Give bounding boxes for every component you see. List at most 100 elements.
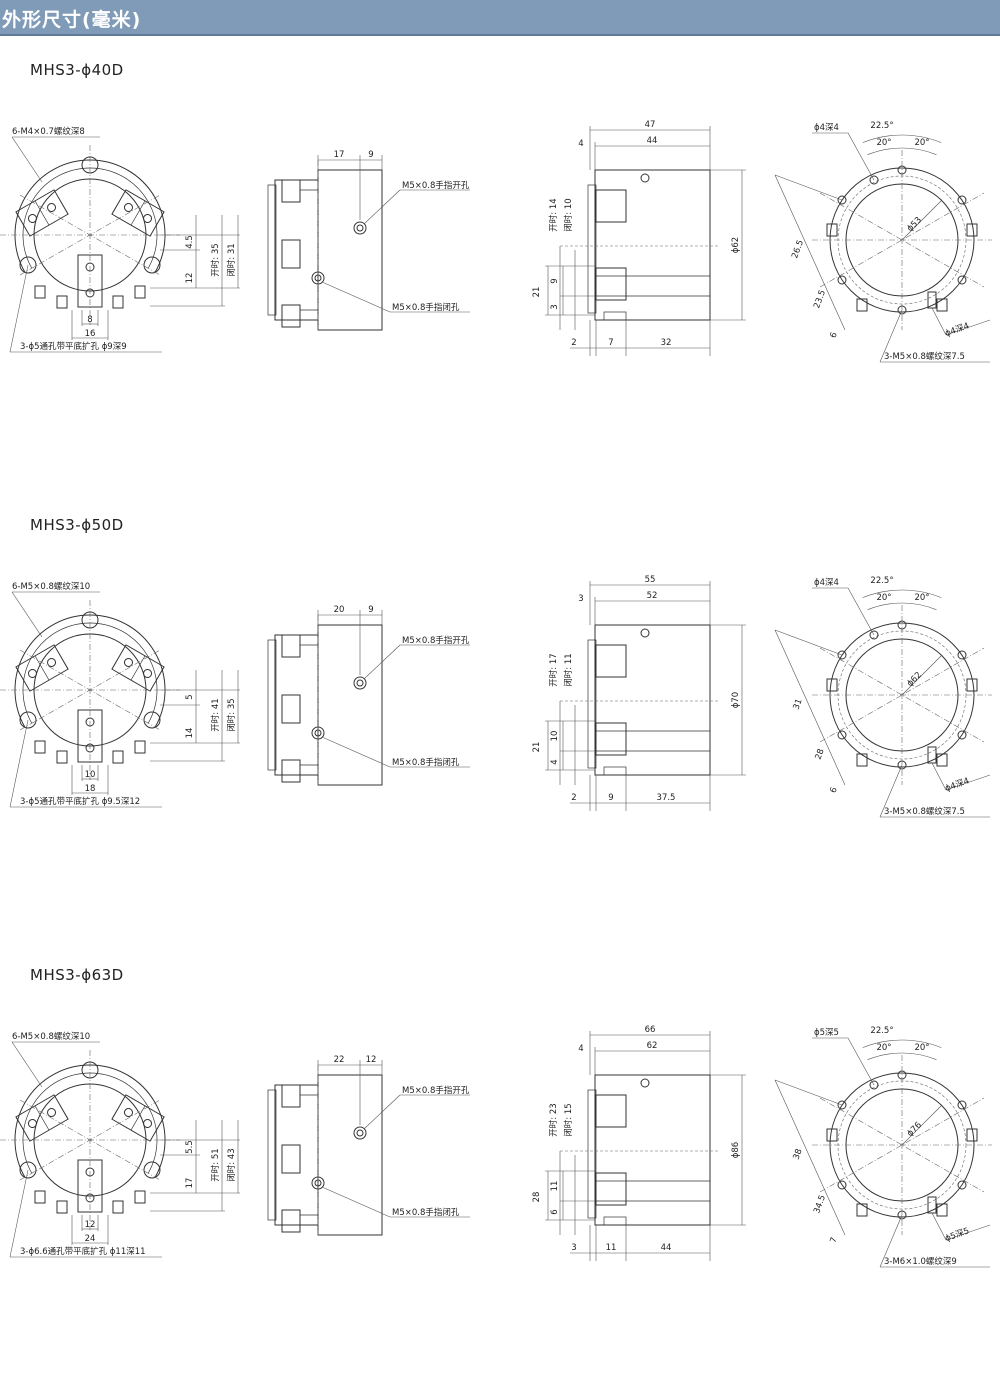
rear-notch xyxy=(966,223,978,237)
side-jaw xyxy=(281,1084,301,1108)
jaw-screw xyxy=(47,1108,57,1117)
dim-d4: 14 xyxy=(185,728,195,739)
radial-3: 7 xyxy=(828,1236,839,1245)
jaw xyxy=(15,1094,69,1142)
rear-tap-label: 3-M6×1.0螺纹深9 xyxy=(884,1256,957,1267)
line xyxy=(931,762,947,791)
rear-bolt xyxy=(957,195,967,205)
line xyxy=(819,647,985,743)
close-port-label: M5×0.8手指闭孔 xyxy=(392,302,460,313)
open-dim: 开时: 41 xyxy=(210,698,221,731)
dim-top1: 47 xyxy=(645,120,656,130)
jaw-screw xyxy=(123,203,133,212)
line xyxy=(774,174,843,201)
angle-3: 20° xyxy=(914,1043,929,1053)
rear-bolt xyxy=(957,275,967,285)
jaw-screw xyxy=(47,658,57,667)
open-port-inner xyxy=(356,1129,364,1137)
leader-line xyxy=(321,281,391,313)
rear-pin xyxy=(869,175,879,185)
line xyxy=(901,199,943,241)
line xyxy=(931,307,947,336)
rear-bolt xyxy=(957,730,967,740)
profile-hole xyxy=(640,628,650,638)
slot-notch xyxy=(56,1200,68,1214)
leader-line xyxy=(11,136,43,183)
side-hole xyxy=(19,1161,37,1179)
line xyxy=(901,654,943,696)
line xyxy=(931,1212,947,1241)
rear-bolt xyxy=(957,1100,967,1110)
open-port-inner xyxy=(356,224,364,232)
rear-bolt xyxy=(837,730,847,740)
pin-label: ϕ4深4 xyxy=(814,123,839,133)
leader-line xyxy=(847,1037,875,1086)
profile-body xyxy=(594,1074,711,1226)
jaw-screw xyxy=(27,1119,37,1128)
jaw-block xyxy=(111,189,165,237)
slot-notch xyxy=(134,740,146,754)
line xyxy=(774,174,846,331)
jaw-screw xyxy=(123,1108,133,1117)
radial-2: 28 xyxy=(814,748,827,762)
pin-label: ϕ5深5 xyxy=(814,1028,839,1038)
leader-line xyxy=(363,644,401,680)
side-jaw xyxy=(281,1209,301,1233)
jaw-split xyxy=(130,1105,146,1131)
side-lip xyxy=(267,639,277,771)
dim-b: 9 xyxy=(368,605,373,615)
close-dim: 闭时: 35 xyxy=(226,698,237,731)
rear-pcd-label: ϕ62 xyxy=(905,670,924,689)
dim-a: 20 xyxy=(334,605,345,615)
jaw-split xyxy=(130,200,146,226)
rear-notch xyxy=(936,298,948,312)
jaw-block xyxy=(15,1094,69,1142)
open-dim: 开时: 51 xyxy=(210,1148,221,1181)
radial-1: 38 xyxy=(792,1148,805,1162)
radial-2: 34.5 xyxy=(812,1194,828,1215)
pin2-label: ϕ4深4 xyxy=(944,321,971,339)
rear-notch xyxy=(826,223,838,237)
side-jaw xyxy=(281,304,301,328)
jaw-screw xyxy=(143,1119,153,1128)
line xyxy=(774,1079,843,1106)
angle-arc xyxy=(901,147,937,155)
side-hole xyxy=(143,1161,161,1179)
dim-d3: 5 xyxy=(185,694,195,699)
dim-b3: 32 xyxy=(661,338,672,348)
radial-2: 23.5 xyxy=(812,289,828,310)
dim-h3: 6 xyxy=(550,1209,560,1214)
angle-3: 20° xyxy=(914,138,929,148)
dim-height: ϕ86 xyxy=(731,1142,741,1158)
rear-bolt xyxy=(837,275,847,285)
dim-b2: 7 xyxy=(608,338,613,348)
angle-2: 20° xyxy=(876,138,891,148)
jaw-block xyxy=(111,1094,165,1142)
rear-notch xyxy=(856,298,868,312)
rear-bolt xyxy=(837,1100,847,1110)
dim-b: 12 xyxy=(366,1055,377,1065)
jaw xyxy=(15,189,69,237)
center-line-diag xyxy=(19,194,161,276)
open-port xyxy=(353,1126,367,1140)
side-hole xyxy=(143,256,161,274)
rear-bolt xyxy=(837,195,847,205)
profile-body xyxy=(594,624,711,776)
side-flange xyxy=(274,179,319,321)
thru-hole-label: 3-ϕ6.6通孔带平底扩孔 ϕ11深11 xyxy=(20,1246,146,1257)
thru-hole-label: 3-ϕ5通孔带平底扩孔 ϕ9.5深12 xyxy=(20,796,140,807)
radial-3: 6 xyxy=(828,331,839,340)
angle-arc xyxy=(901,602,937,610)
profile-lip xyxy=(587,1089,597,1219)
close-port-label: M5×0.8手指闭孔 xyxy=(392,1207,460,1218)
leader-line xyxy=(879,309,903,363)
angle-arc xyxy=(901,1052,937,1060)
profile-foot xyxy=(603,1216,627,1226)
